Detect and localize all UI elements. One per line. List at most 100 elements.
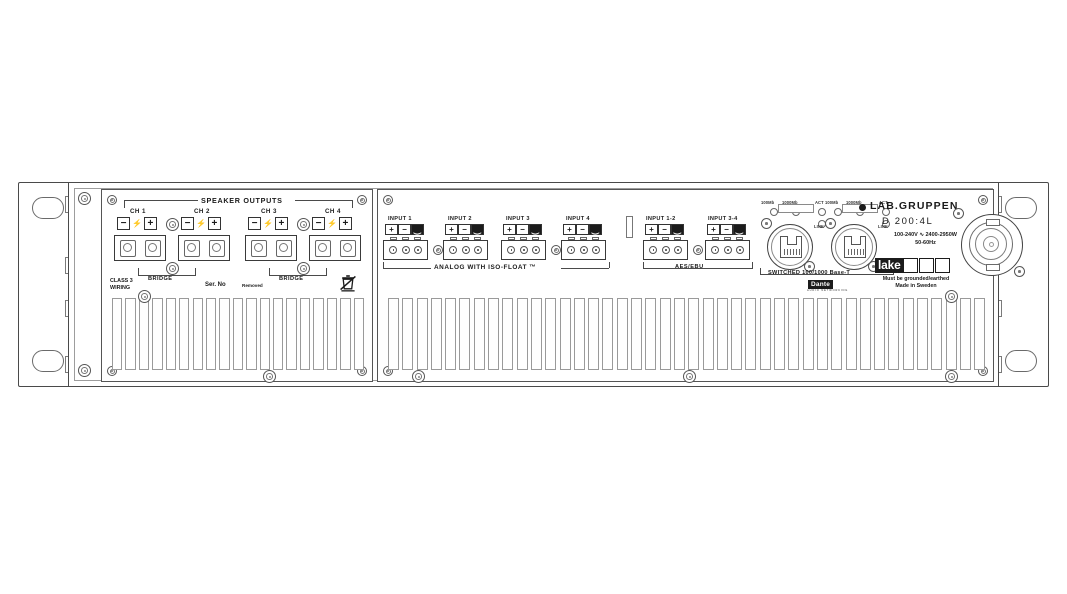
binding-post[interactable] bbox=[208, 239, 225, 257]
phoenix-top-detail bbox=[503, 237, 544, 240]
terminal-screw[interactable] bbox=[711, 246, 720, 254]
vent-slot bbox=[246, 298, 257, 370]
brand-mark-dot bbox=[859, 204, 866, 211]
terminal-screw[interactable] bbox=[389, 246, 398, 254]
chassis-body: SPEAKER OUTPUTS CH 1 CH 2 CH 3 CH 4 − ⚡ … bbox=[68, 182, 1025, 387]
phoenix-connector-aes-3-4[interactable] bbox=[705, 240, 750, 260]
pin-ground-icon: ⏝ bbox=[529, 224, 542, 235]
speaker-terminal-block-ch2[interactable] bbox=[178, 235, 230, 261]
speaker-terminal-block-ch4[interactable] bbox=[309, 235, 361, 261]
speaker-terminal-block-ch1[interactable] bbox=[114, 235, 166, 261]
electrical-rating: 100-240V ∿ 2400-2950W 50-60Hz bbox=[868, 232, 983, 248]
vent-slot bbox=[659, 298, 671, 370]
binding-post[interactable] bbox=[275, 239, 292, 257]
terminal-screw[interactable] bbox=[591, 246, 600, 254]
terminal-screw[interactable] bbox=[735, 246, 744, 254]
input-label-2: INPUT 2 bbox=[448, 216, 472, 222]
title-rule-tick bbox=[124, 200, 125, 208]
class-3-wiring-label: CLASS 3 WIRING bbox=[110, 278, 133, 292]
terminal-screw[interactable] bbox=[579, 246, 588, 254]
plus-terminal-marking: + bbox=[274, 217, 288, 230]
bridge-label-b: BRIDGE bbox=[279, 276, 304, 282]
link-led-secondary bbox=[882, 220, 890, 228]
connector-mount-screw bbox=[551, 245, 561, 255]
dante-logo-subtitle: AUDIO NETWORKING bbox=[807, 289, 849, 292]
pin-minus: − bbox=[398, 224, 411, 235]
chassis: SPEAKER OUTPUTS CH 1 CH 2 CH 3 CH 4 − ⚡ … bbox=[18, 182, 1049, 387]
rj45-jack-primary[interactable] bbox=[780, 236, 802, 258]
vent-slot bbox=[179, 298, 190, 370]
terminal-screw[interactable] bbox=[473, 246, 482, 254]
terminal-screw[interactable] bbox=[649, 246, 658, 254]
ethernet-port-primary[interactable] bbox=[767, 224, 813, 270]
rj45-contacts bbox=[847, 249, 864, 255]
plate-screw bbox=[107, 195, 117, 205]
speaker-outputs-title: SPEAKER OUTPUTS bbox=[201, 196, 283, 205]
phoenix-connector-input-2[interactable] bbox=[443, 240, 488, 260]
binding-post[interactable] bbox=[183, 239, 200, 257]
terminal-screw[interactable] bbox=[413, 246, 422, 254]
input-label-1: INPUT 1 bbox=[388, 216, 412, 222]
terminal-screw[interactable] bbox=[661, 246, 670, 254]
terminal-screw[interactable] bbox=[723, 246, 732, 254]
pin-plus: + bbox=[445, 224, 458, 235]
terminal-screw[interactable] bbox=[401, 246, 410, 254]
rj45-jack-secondary[interactable] bbox=[844, 236, 866, 258]
speed-led-label-secondary: 100Mb bbox=[825, 200, 839, 205]
speaker-terminal-block-ch3[interactable] bbox=[245, 235, 297, 261]
terminal-screw[interactable] bbox=[673, 246, 682, 254]
plate-screw bbox=[138, 290, 151, 303]
terminal-screw[interactable] bbox=[449, 246, 458, 254]
serial-number-label: Ser. No bbox=[205, 282, 226, 288]
vent-slot bbox=[205, 298, 217, 370]
terminal-screw[interactable] bbox=[507, 246, 516, 254]
panel-slot-vent bbox=[626, 216, 633, 238]
vent-slot bbox=[774, 298, 786, 370]
phoenix-connector-input-3[interactable] bbox=[501, 240, 546, 260]
phoenix-connector-aes-1-2[interactable] bbox=[643, 240, 688, 260]
vent-slot bbox=[530, 298, 542, 370]
binding-post[interactable] bbox=[250, 239, 267, 257]
vent-slot bbox=[888, 298, 900, 370]
pin-plus: + bbox=[707, 224, 720, 235]
ethernet-port-secondary[interactable] bbox=[831, 224, 877, 270]
speed-led-alt-label-secondary: 1000Mb bbox=[846, 200, 862, 205]
model-name: D 200:4L bbox=[882, 216, 934, 227]
binding-post[interactable] bbox=[339, 239, 356, 257]
vent-slot bbox=[802, 298, 814, 370]
plate-screw bbox=[412, 370, 425, 383]
terminal-screw[interactable] bbox=[461, 246, 470, 254]
vent-slot bbox=[259, 298, 270, 370]
vent-slot bbox=[716, 298, 728, 370]
pin-ground-icon: ⏝ bbox=[589, 224, 602, 235]
plate-screw bbox=[945, 290, 958, 303]
phoenix-connector-input-4[interactable] bbox=[561, 240, 606, 260]
aes-bracket-rule bbox=[723, 268, 752, 269]
terminal-screw[interactable] bbox=[531, 246, 540, 254]
vent-slot bbox=[273, 298, 284, 370]
pin-markings-input-4: + − ⏝ bbox=[563, 224, 602, 235]
vent-slot bbox=[430, 298, 442, 370]
vent-slot bbox=[459, 298, 471, 370]
vent-slot bbox=[731, 298, 743, 370]
powercon-ring-mid bbox=[975, 228, 1007, 260]
label-blank-box bbox=[903, 258, 918, 273]
speaker-output-plate: SPEAKER OUTPUTS CH 1 CH 2 CH 3 CH 4 − ⚡ … bbox=[101, 189, 373, 383]
mains-power-connector[interactable] bbox=[961, 214, 1023, 276]
terminal-screw[interactable] bbox=[567, 246, 576, 254]
phoenix-connector-input-1[interactable] bbox=[383, 240, 428, 260]
pin-ground-icon: ⏝ bbox=[471, 224, 484, 235]
vent-slot bbox=[902, 298, 914, 370]
rj45-contacts bbox=[783, 249, 800, 255]
speed-led-secondary bbox=[834, 208, 842, 216]
vent-slot bbox=[313, 298, 324, 370]
plate-screw bbox=[357, 195, 367, 205]
channel-label-ch3: CH 3 bbox=[261, 208, 277, 215]
binding-post[interactable] bbox=[314, 239, 331, 257]
terminal-screw[interactable] bbox=[519, 246, 528, 254]
binding-post[interactable] bbox=[119, 239, 136, 257]
binding-post[interactable] bbox=[144, 239, 161, 257]
pin-minus: − bbox=[576, 224, 589, 235]
input-label-4: INPUT 4 bbox=[566, 216, 590, 222]
high-voltage-bolt-icon: ⚡ bbox=[196, 219, 206, 228]
